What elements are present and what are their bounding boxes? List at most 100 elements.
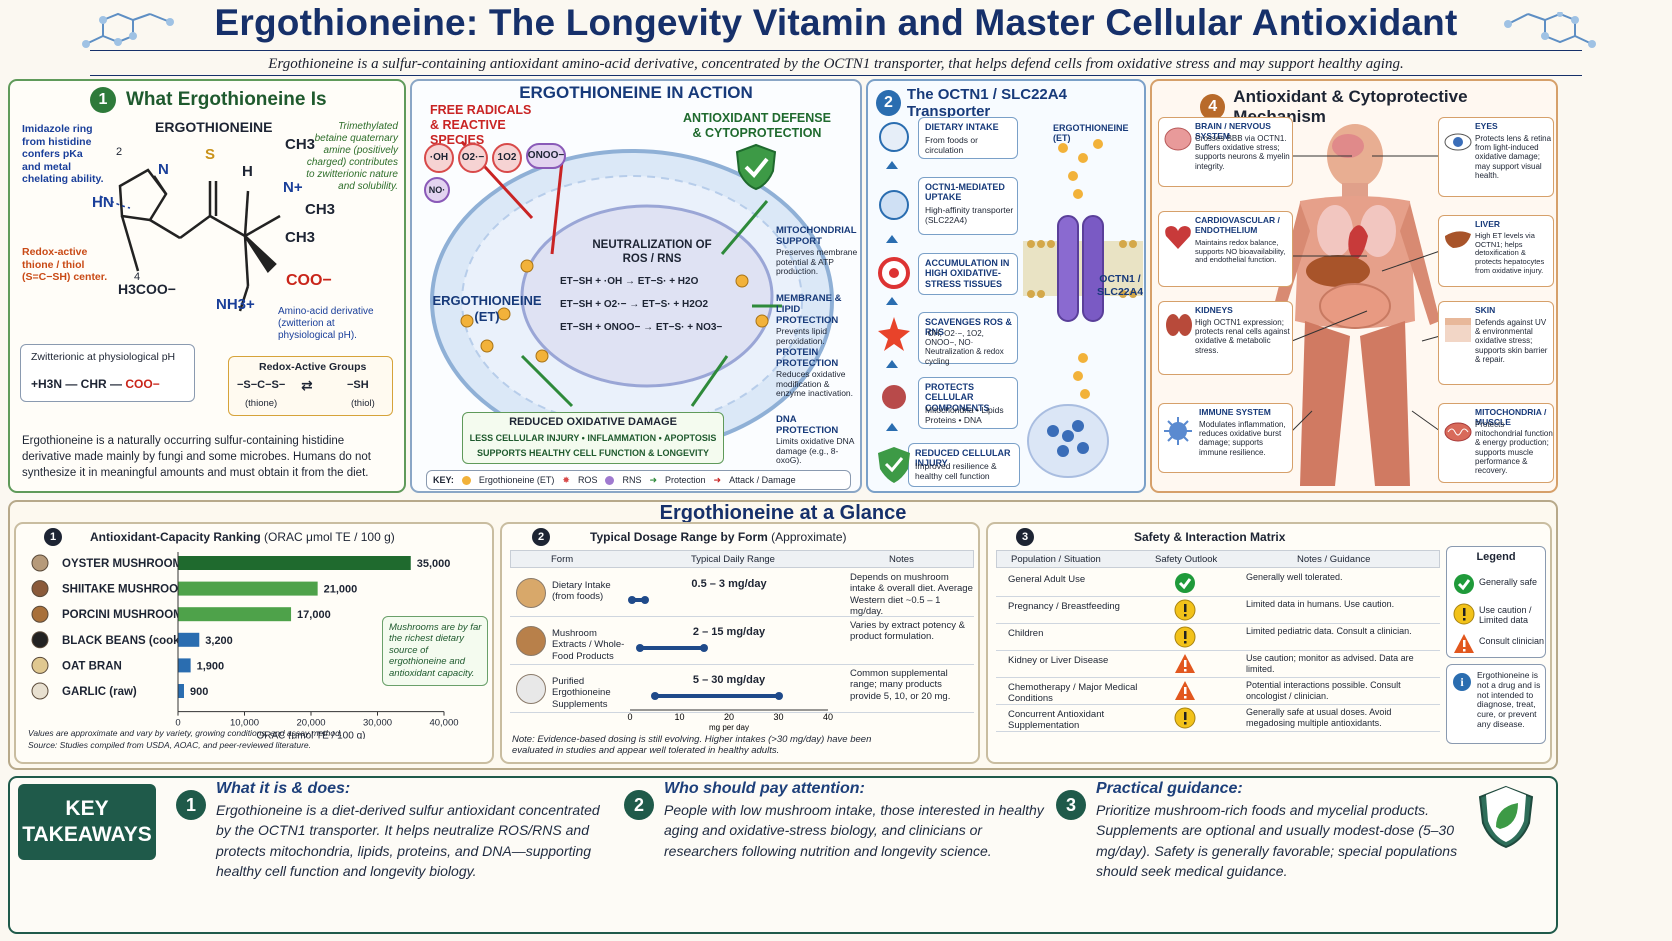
brain-icon bbox=[1164, 127, 1192, 151]
legend-icon-caution bbox=[1453, 603, 1475, 630]
check-circle-icon bbox=[1175, 573, 1195, 593]
warning-triangle-icon bbox=[1454, 634, 1474, 653]
food-icon-3 bbox=[31, 631, 49, 649]
dosage-table-header: Form Typical Daily Range Notes bbox=[510, 550, 974, 568]
molecule-name: ERGOTHIONEINE bbox=[155, 119, 273, 135]
page-title: Ergothioneine: The Longevity Vitamin and… bbox=[214, 2, 1458, 43]
dosage-form-icon bbox=[516, 578, 546, 608]
dosage-form: Mushroom Extracts / Whole-Food Products bbox=[552, 628, 625, 662]
kidney-icon bbox=[1166, 314, 1192, 336]
dosage-form: Dietary Intake (from foods) bbox=[552, 580, 611, 603]
orac-footnote-2: Source: Studies compiled from USDA, AOAC… bbox=[28, 740, 311, 750]
safety-title: Safety & Interaction Matrix bbox=[1134, 530, 1286, 544]
check-circle-icon bbox=[1454, 574, 1474, 594]
orac-footnote-1: Values are approximate and vary by varie… bbox=[28, 728, 343, 738]
key-takeaways-label: KEY TAKEAWAYS bbox=[18, 784, 156, 860]
food-icon-4 bbox=[31, 656, 49, 674]
panel1-description: Ergothioneine is a naturally occurring s… bbox=[22, 435, 372, 480]
dosage-range-start bbox=[650, 692, 659, 700]
category-label: GARLIC (raw) bbox=[62, 686, 137, 698]
safety-disclaimer: i Ergothioneine is not a drug and is not… bbox=[1446, 664, 1546, 744]
safety-population: Concurrent Antioxidant Supplementation bbox=[1008, 709, 1105, 732]
imidazole-note: Imidazole ring from histidine confers pK… bbox=[22, 123, 104, 186]
dosage-tick-label: 10 bbox=[674, 712, 684, 722]
takeaway-title: Practical guidance: bbox=[1096, 780, 1243, 797]
radical-oh: ·OH bbox=[424, 143, 454, 173]
safety-notes: Use caution; monitor as advised. Data ar… bbox=[1246, 653, 1414, 674]
panel-octn1: 2 The OCTN1 / SLC22A4 Transporter DIETAR… bbox=[866, 79, 1146, 493]
orac-bar bbox=[178, 658, 191, 673]
x-tick-label: 30,000 bbox=[363, 718, 392, 729]
safety-status bbox=[1174, 707, 1196, 734]
dosage-form: Purified Ergothioneine Supplements bbox=[552, 676, 611, 710]
safety-notes: Generally safe at usual doses. Avoid meg… bbox=[1246, 707, 1392, 728]
action-key: KEY: Ergothioneine (ET) ✸ROS RNS ➜Protec… bbox=[426, 470, 851, 490]
legend-icon-clinician bbox=[1453, 633, 1475, 660]
x-tick-label: 10,000 bbox=[230, 718, 259, 729]
category-label: BLACK BEANS (cooked) bbox=[62, 635, 197, 647]
value-label: 21,000 bbox=[324, 584, 358, 596]
takeaway-text: Prioritize mushroom-rich foods and mycel… bbox=[1096, 802, 1458, 879]
dosage-notes: Common supplemental range; many products… bbox=[850, 668, 951, 702]
radical-peroxynitrite: ONOO− bbox=[526, 143, 566, 169]
amino-acid-note: Amino-acid derivative (zwitterion at phy… bbox=[278, 306, 374, 341]
leaf-shield-icon bbox=[1478, 785, 1534, 849]
takeaway-number: 2 bbox=[624, 790, 654, 820]
dosage-range: 2 – 15 mg/day bbox=[692, 626, 766, 638]
dosage-range: 5 – 30 mg/day bbox=[692, 674, 766, 686]
safety-notes: Generally well tolerated. bbox=[1246, 572, 1343, 582]
dosage-note: Note: Evidence-based dosing is still evo… bbox=[512, 734, 872, 757]
ergothioneine-structure bbox=[99, 168, 281, 312]
safety-notes: Limited pediatric data. Consult a clinic… bbox=[1246, 626, 1412, 636]
dosage-tick-label: 30 bbox=[773, 712, 783, 722]
takeaway-title: Who should pay attention: bbox=[664, 780, 865, 797]
orac-bar bbox=[178, 581, 318, 596]
food-icon-2 bbox=[31, 605, 49, 623]
thione-note: Redox-active thione / thiol (S=C−SH) cen… bbox=[22, 246, 108, 284]
immune-cell-icon bbox=[1164, 417, 1192, 445]
dosage-range-bar bbox=[639, 646, 705, 650]
human-body-illustration bbox=[1270, 124, 1440, 486]
caution-circle-icon bbox=[1174, 626, 1196, 648]
betaine-note: Trimethylated betaine quaternary amine (… bbox=[306, 121, 398, 192]
orac-note: Mushrooms are by far the richest dietary… bbox=[389, 622, 482, 679]
takeaway-number: 1 bbox=[176, 790, 206, 820]
safety-panel: 3 Safety & Interaction Matrix Population… bbox=[986, 522, 1552, 764]
orac-bar bbox=[178, 607, 292, 622]
panel1-title: What Ergothioneine Is bbox=[126, 89, 327, 110]
action-title: ERGOTHIONEINE IN ACTION bbox=[519, 83, 753, 102]
neutralization-title: NEUTRALIZATION OF ROS / RNS bbox=[592, 239, 712, 265]
safety-table-header: Population / Situation Safety Outlook No… bbox=[996, 550, 1440, 568]
warning-triangle-icon bbox=[1175, 681, 1195, 700]
radical-nitric-oxide: NO· bbox=[424, 177, 450, 203]
dosage-tick-label: 0 bbox=[627, 712, 632, 722]
food-icon-1 bbox=[31, 580, 49, 598]
caution-circle-icon bbox=[1453, 603, 1475, 625]
reaction-1: ET−SH + ·OH → ET−S· + H2O bbox=[560, 276, 699, 287]
dosage-tick-label: 40 bbox=[823, 712, 833, 722]
dosage-form-icon bbox=[516, 626, 546, 656]
safety-status bbox=[1174, 572, 1196, 599]
et-label: ERGOTHIONEINE (ET) bbox=[432, 293, 542, 324]
reaction-3: ET−SH + ONOO− → ET−S· + NO3− bbox=[560, 322, 723, 333]
takeaway-title: What it is & does: bbox=[216, 780, 351, 797]
value-label: 3,200 bbox=[205, 635, 233, 647]
heart-icon bbox=[1165, 226, 1191, 249]
safety-notes: Limited data in humans. Use caution. bbox=[1246, 599, 1395, 609]
glance-title: Ergothioneine at a Glance bbox=[659, 502, 907, 524]
dosage-range: 0.5 – 3 mg/day bbox=[691, 578, 767, 590]
molecule-icon-right bbox=[1504, 12, 1596, 48]
value-label: 17,000 bbox=[297, 609, 331, 621]
free-radicals-label: FREE RADICALS & REACTIVE SPECIES bbox=[430, 103, 532, 147]
organ-leader-lines bbox=[1291, 155, 1441, 432]
dosage-range-bar bbox=[632, 598, 645, 602]
panel-mechanism: 4 Antioxidant & Cytoprotective Mechanism… bbox=[1150, 79, 1558, 493]
safety-population: Kidney or Liver Disease bbox=[1008, 655, 1109, 666]
safety-status bbox=[1174, 626, 1196, 653]
radical-singlet-oxygen: 1O2 bbox=[492, 143, 522, 173]
dosage-form-icon bbox=[516, 674, 546, 704]
